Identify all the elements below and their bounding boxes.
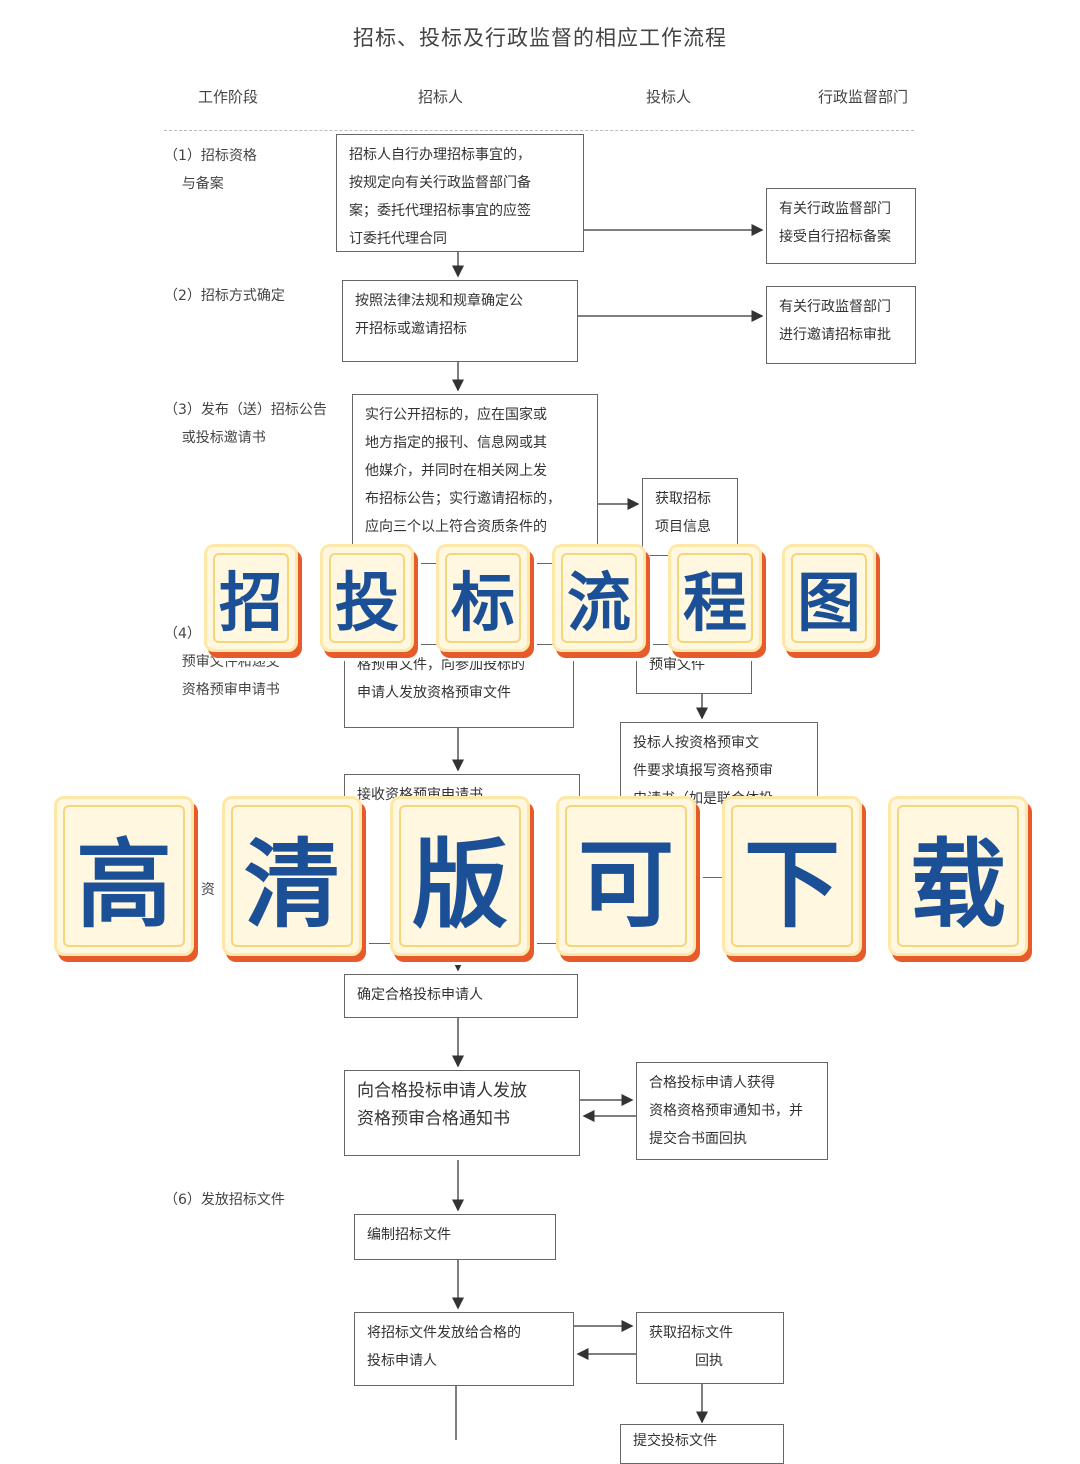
column-header-supervisor: 行政监督部门 bbox=[818, 88, 909, 106]
step-box-self-handle-tender: 招标人自行办理招标事宜的，按规定向有关行政监督部门备案；委托代理招标事宜的应签订… bbox=[336, 134, 584, 252]
banner-char-tile: 下 bbox=[722, 796, 862, 956]
step-box-obtain-info: 获取招标项目信息 bbox=[642, 478, 738, 556]
step-box-publish-notice: 实行公开招标的，应在国家或地方指定的报刊、信息网或其他媒介，并同时在相关网上发布… bbox=[352, 394, 598, 564]
banner-char-tile: 标 bbox=[436, 544, 530, 652]
document-title: 招标、投标及行政监督的相应工作流程 bbox=[353, 26, 727, 50]
step-box-get-tender-docs: 获取招标文件回执 bbox=[636, 1312, 784, 1384]
step-box-accept-self-filing: 有关行政监督部门接受自行招标备案 bbox=[766, 188, 916, 264]
step-box-receipt-notice: 合格投标申请人获得资格资格预审通知书，并提交合书面回执 bbox=[636, 1062, 828, 1160]
column-header-tenderer: 招标人 bbox=[418, 88, 464, 106]
column-header-stage: 工作阶段 bbox=[198, 88, 259, 106]
step-box-distribute-tender-docs: 将招标文件发放给合格的投标申请人 bbox=[354, 1312, 574, 1386]
banner-char-tile: 流 bbox=[552, 544, 646, 652]
banner-char-tile: 载 bbox=[888, 796, 1028, 956]
stage-label-4: （4） 预审文件和递交 资格预审申请书 bbox=[164, 626, 280, 698]
stage-label-2: （2）招标方式确定 bbox=[164, 288, 285, 304]
banner-char-tile: 招 bbox=[204, 544, 298, 652]
banner-char-tile: 程 bbox=[668, 544, 762, 652]
step-box-prepare-tender-docs: 编制招标文件 bbox=[354, 1214, 556, 1260]
step-box-submit-bid: 提交投标文件 bbox=[620, 1424, 784, 1464]
step-box-confirm-qualified: 确定合格投标申请人 bbox=[344, 974, 578, 1018]
header-divider bbox=[164, 130, 914, 131]
banner-char-tile: 图 bbox=[782, 544, 876, 652]
banner-char-tile: 版 bbox=[390, 796, 530, 956]
column-header-bidder: 投标人 bbox=[646, 88, 692, 106]
step-box-invite-approval: 有关行政监督部门进行邀请招标审批 bbox=[766, 286, 916, 364]
stage-label-3: （3）发布（送）招标公告 或投标邀请书 bbox=[164, 402, 327, 446]
step-box-issue-prequal-docs: 格预审文件，向参加投标的申请人发放资格预审文件 bbox=[344, 644, 574, 728]
banner-char-tile: 高 bbox=[54, 796, 194, 956]
step-box-send-qualification-notice: 向合格投标申请人发放资格预审合格通知书 bbox=[344, 1070, 580, 1156]
banner-char-tile: 可 bbox=[556, 796, 696, 956]
stage-label-6: （6）发放招标文件 bbox=[164, 1192, 285, 1208]
step-box-determine-method: 按照法律法规和规章确定公开招标或邀请招标 bbox=[342, 280, 578, 362]
banner-char-tile: 清 bbox=[222, 796, 362, 956]
stage-label-1: （1）招标资格 与备案 bbox=[164, 148, 257, 192]
banner-char-tile: 投 bbox=[320, 544, 414, 652]
